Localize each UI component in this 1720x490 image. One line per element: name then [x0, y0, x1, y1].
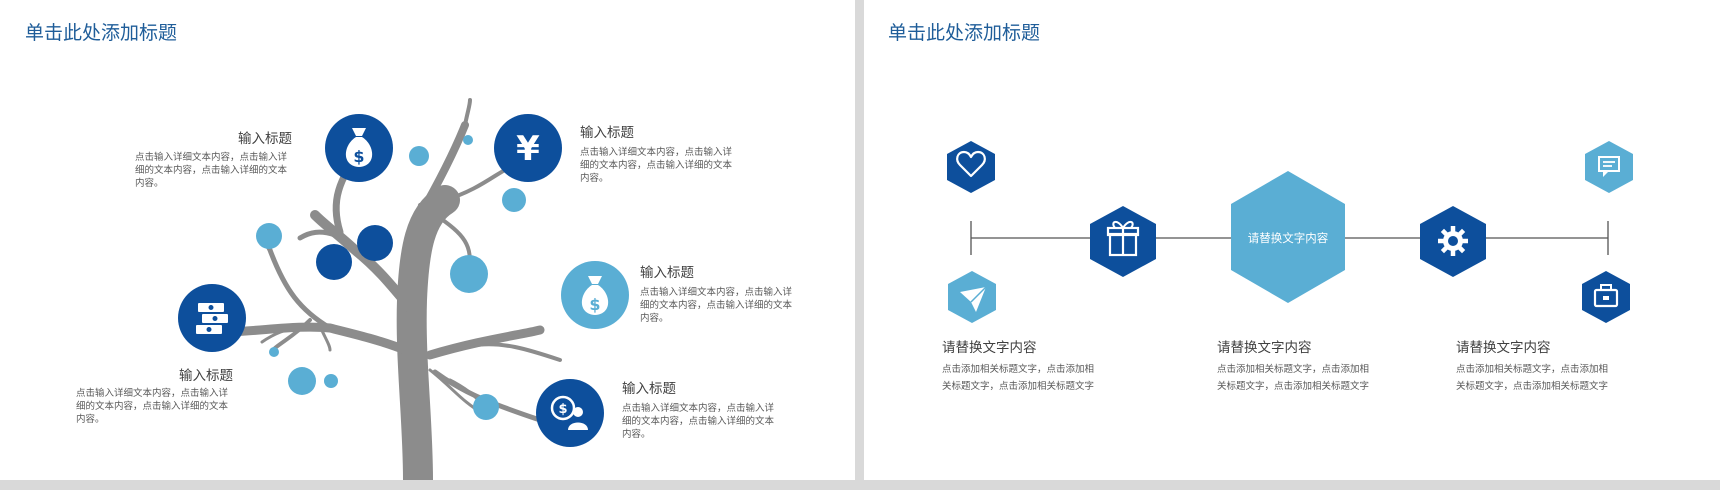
block-heading[interactable]: 输入标题: [622, 381, 676, 397]
block-heading[interactable]: 输入标题: [238, 131, 292, 147]
item-body[interactable]: 点击添加相关标题文字，点击添加相关标题文字，点击添加相关标题文字: [1456, 364, 1609, 392]
item-body[interactable]: 点击添加相关标题文字，点击添加相关标题文字，点击添加相关标题文字: [1217, 364, 1370, 392]
gear-icon[interactable]: [1420, 206, 1486, 277]
dot: [450, 255, 488, 293]
block-heading[interactable]: 输入标题: [580, 125, 634, 141]
block-body[interactable]: 点击输入详细文本内容，点击输入详细的文本内容，点击输入详细的文本内容。: [622, 403, 775, 440]
money-bag-icon[interactable]: $: [561, 261, 629, 329]
dot: [463, 135, 473, 145]
block-body[interactable]: 点击输入详细文本内容，点击输入详细的文本内容，点击输入详细的文本内容。: [135, 152, 288, 189]
cash-stack-icon[interactable]: [178, 284, 246, 352]
dot: [324, 374, 338, 388]
item-heading[interactable]: 请替换文字内容: [1456, 340, 1551, 356]
svg-text:¥: ¥: [516, 129, 540, 169]
tree-diagram: $ ¥ $ $: [178, 98, 629, 480]
dot: [316, 244, 352, 280]
dot: [502, 188, 526, 212]
yen-icon[interactable]: ¥: [494, 114, 562, 182]
dot: [409, 146, 429, 166]
svg-text:$: $: [558, 402, 567, 417]
item-heading[interactable]: 请替换文字内容: [942, 340, 1037, 356]
svg-text:$: $: [353, 147, 364, 166]
money-bag-icon[interactable]: $: [325, 114, 393, 182]
dot: [269, 347, 279, 357]
slide-title-right[interactable]: 单击此处添加标题: [888, 22, 1041, 44]
timeline-diagram: [947, 141, 1633, 323]
dot: [256, 223, 282, 249]
briefcase-icon[interactable]: [1582, 271, 1630, 323]
tree-dots: [256, 135, 526, 420]
slide-right: 单击此处添加标题: [864, 0, 1720, 480]
dot: [473, 394, 499, 420]
center-hexagon[interactable]: [1231, 171, 1345, 303]
item-body[interactable]: 点击添加相关标题文字，点击添加相关标题文字，点击添加相关标题文字: [942, 364, 1095, 392]
send-icon[interactable]: [948, 271, 996, 323]
block-heading[interactable]: 输入标题: [179, 368, 233, 384]
gift-icon[interactable]: [1090, 206, 1156, 277]
businessman-dollar-icon[interactable]: $: [536, 379, 604, 447]
item-heading[interactable]: 请替换文字内容: [1217, 340, 1312, 356]
block-body[interactable]: 点击输入详细文本内容，点击输入详细的文本内容，点击输入详细的文本内容。: [640, 287, 793, 324]
center-label[interactable]: 请替换文字内容: [1247, 231, 1329, 245]
block-body[interactable]: 点击输入详细文本内容，点击输入详细的文本内容，点击输入详细的文本内容。: [76, 388, 229, 425]
dot: [357, 225, 393, 261]
chat-icon[interactable]: [1585, 141, 1633, 193]
block-body[interactable]: 点击输入详细文本内容，点击输入详细的文本内容，点击输入详细的文本内容。: [580, 147, 733, 184]
slide-title-left[interactable]: 单击此处添加标题: [25, 22, 178, 44]
heart-icon[interactable]: [947, 141, 995, 193]
svg-text:$: $: [589, 295, 600, 314]
dot: [288, 367, 316, 395]
slide-left: 单击此处添加标题: [0, 0, 855, 480]
block-heading[interactable]: 输入标题: [640, 265, 694, 281]
